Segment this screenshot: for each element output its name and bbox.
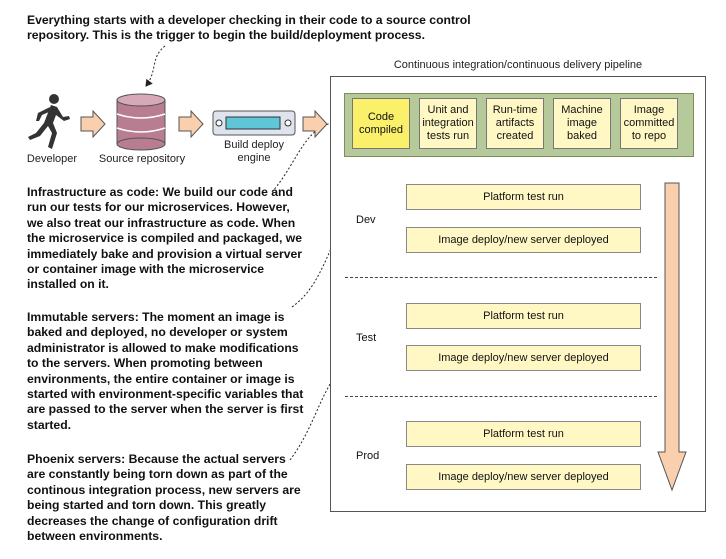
env-test-test-run: Platform test run: [406, 303, 641, 329]
stage-image-baked: Machine image baked: [553, 98, 611, 149]
trigger-note: Everything starts with a developer check…: [27, 13, 471, 43]
developer-label: Developer: [26, 153, 78, 165]
trigger-connector: [145, 45, 166, 87]
env-label-prod: Prod: [356, 450, 380, 462]
env-dev-test-run: Platform test run: [406, 184, 641, 210]
stage-tests-run: Unit and integration tests run: [419, 98, 477, 149]
env-prod-test-run: Platform test run: [406, 421, 641, 447]
env-divider-2: [345, 396, 657, 397]
repository-label: Source repository: [98, 153, 186, 165]
stage-artifacts-created: Run-time artifacts created: [486, 98, 544, 149]
database-icon: [116, 93, 166, 151]
flow-arrow-1: [80, 110, 106, 138]
env-divider-1: [345, 277, 657, 278]
flow-arrow-3: [302, 110, 328, 138]
env-label-test: Test: [356, 332, 377, 344]
flow-arrow-2: [178, 110, 204, 138]
infrastructure-note: Infrastructure as code: We build our cod…: [27, 185, 303, 292]
stage-code-compiled: Code compiled: [352, 98, 410, 149]
env-test-deploy: Image deploy/new server deployed: [406, 345, 641, 371]
developer-icon: [28, 94, 70, 149]
build-engine-icon: [212, 110, 296, 136]
infrastructure-connector: [271, 117, 346, 193]
promotion-arrow: [657, 182, 687, 492]
phoenix-note: Phoenix servers: Because the actual serv…: [27, 452, 301, 544]
env-prod-deploy: Image deploy/new server deployed: [406, 464, 641, 490]
env-label-dev: Dev: [356, 214, 376, 226]
immutable-note: Immutable servers: The moment an image i…: [27, 310, 304, 432]
env-dev-deploy: Image deploy/new server deployed: [406, 227, 641, 253]
pipeline-title: Continuous integration/continuous delive…: [393, 59, 643, 71]
stage-image-committed: Image committed to repo: [620, 98, 678, 149]
build-engine-label: Build deploy engine: [224, 139, 284, 164]
